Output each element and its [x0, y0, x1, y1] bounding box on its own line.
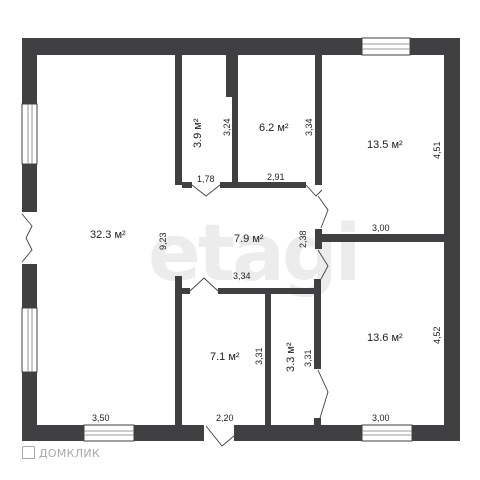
storage-area-label: 3.3 м²	[285, 342, 297, 372]
bedroom-bottom-dim-bottom: 3,00	[372, 413, 390, 423]
bedroom-top-area-label: 13.5 м²	[367, 139, 403, 151]
hall-dim-bottom: 3,34	[233, 271, 251, 281]
hall-area-label: 7.9 м²	[234, 233, 264, 245]
bedroom-top-dim-side: 4,51	[432, 141, 442, 159]
living-area-label: 32.3 м²	[90, 229, 126, 241]
house-icon	[22, 446, 35, 459]
closet-area-label: 3.9 м²	[192, 118, 204, 148]
door-openings	[22, 212, 234, 441]
window-left-lower	[21, 307, 38, 373]
bedroom-bottom-dim-side: 4,52	[432, 326, 442, 344]
bath-area-label: 6.2 м²	[259, 122, 289, 134]
kitchen-dim-side: 3,31	[254, 347, 264, 365]
living-dim-side: 9,23	[158, 232, 168, 250]
door-swings	[21, 184, 329, 447]
window-left-upper	[21, 103, 38, 165]
window-top-right	[361, 37, 411, 56]
brand-logo: ДОМКЛИК	[22, 446, 100, 460]
closet-dim-side: 3,24	[222, 118, 232, 136]
living-dim-bottom: 3,50	[92, 413, 110, 423]
closet-dim-bottom: 1,78	[197, 174, 215, 184]
bath-dim-bottom: 2,91	[267, 172, 285, 182]
interior-walls	[175, 55, 444, 425]
kitchen-area-label: 7.1 м²	[210, 351, 240, 363]
dimension-labels: 3,50 9,23 3,24 1,78 3,34 2,91 4,51 3,00 …	[92, 118, 442, 423]
bedroom-bottom-area-label: 13.6 м²	[367, 332, 403, 344]
bath-dim-side: 3,34	[304, 118, 314, 136]
storage-dim-side: 3,31	[303, 349, 313, 367]
brand-label: ДОМКЛИК	[39, 447, 100, 460]
watermark: etagi	[148, 209, 358, 299]
window-bottom-left	[83, 424, 135, 442]
hall-dim-side: 2,38	[298, 230, 308, 248]
room-labels: 32.3 м² 3.9 м² 6.2 м² 13.5 м² 7.9 м² 7.1…	[90, 118, 403, 372]
window-bottom-right	[361, 424, 413, 442]
kitchen-dim-bottom: 2,20	[216, 413, 234, 423]
bedroom-top-dim-bottom: 3,00	[372, 223, 390, 233]
